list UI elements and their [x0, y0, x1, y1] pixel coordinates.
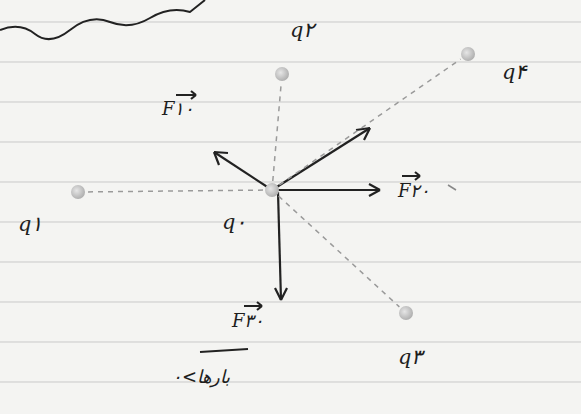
charge-label: q۳ — [398, 345, 422, 369]
force-arrows — [176, 91, 420, 352]
charge-dot: q۳ — [399, 306, 413, 320]
charge-label: q۲ — [290, 18, 314, 42]
charge-label: q۰ — [222, 210, 246, 234]
charge-dot: q۱ — [71, 185, 85, 199]
dashed-connector — [279, 196, 400, 307]
charge-label: q۴ — [502, 60, 526, 84]
pencil-mark — [448, 185, 456, 190]
charge-label: q۱ — [18, 212, 42, 236]
charge-dot: q۲ — [275, 67, 289, 81]
dashed-connector — [87, 190, 263, 192]
dashed-connector — [273, 83, 281, 181]
scribble — [0, 0, 205, 39]
force-label: F۲۰ — [398, 180, 431, 201]
force-label: F۱۰ — [162, 98, 195, 119]
ruled-lines — [0, 22, 581, 382]
charge-dot: q۰ — [265, 183, 279, 197]
note-text: بارها>۰ — [172, 366, 230, 387]
dashed-connector — [279, 59, 460, 185]
charge-dot: q۴ — [461, 47, 475, 61]
force-label: F۳۰ — [232, 310, 265, 331]
